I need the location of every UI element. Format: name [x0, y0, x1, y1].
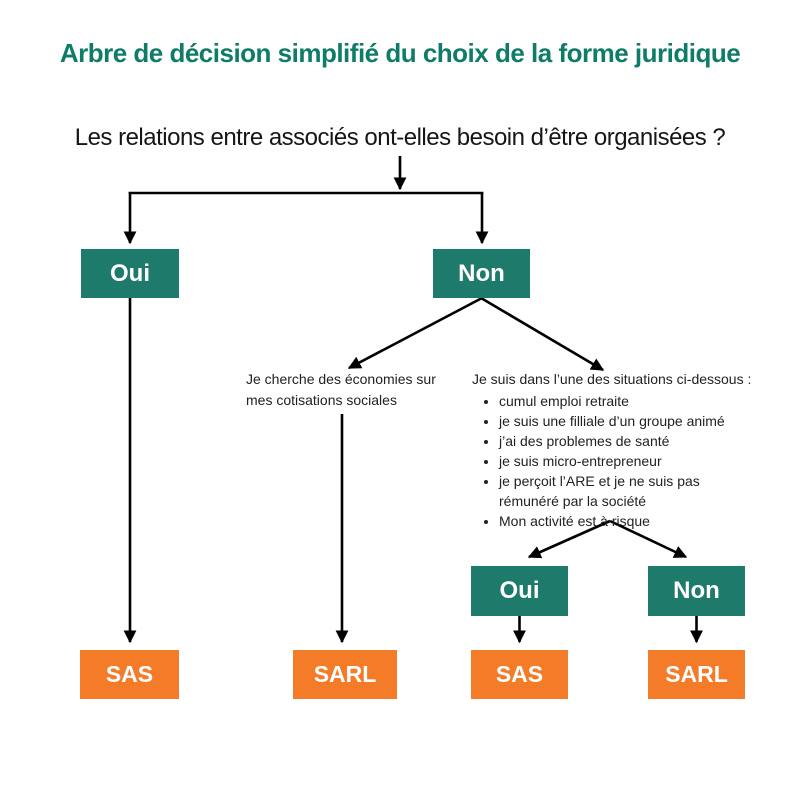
arrow-situations-to-non2 [609, 519, 688, 559]
node-non-level2: Non [648, 566, 745, 616]
result-sarl-mid: SARL [293, 650, 397, 699]
situation-item: je suis micro-entrepreneur [499, 451, 734, 471]
result-sas-right: SAS [471, 650, 568, 699]
arrow-non-to-economies [347, 296, 483, 370]
arrow-non-to-situations [480, 296, 605, 372]
branch-label-situations: Je suis dans l’une des situations ci-des… [472, 369, 760, 531]
arrow-situations-to-oui2 [527, 519, 611, 559]
node-oui-level1: Oui [81, 249, 179, 298]
situation-item: je suis une filliale d’un groupe animé [499, 411, 734, 431]
situation-item: j’ai des problemes de santé [499, 431, 734, 451]
situations-list: cumul emploi retraite je suis une fillia… [472, 391, 760, 531]
node-non-level1: Non [433, 249, 530, 298]
result-sarl-right: SARL [648, 650, 745, 699]
root-question: Les relations entre associés ont-elles b… [74, 124, 726, 151]
situation-item: cumul emploi retraite [499, 391, 734, 411]
situations-heading: Je suis dans l’une des situations ci-des… [472, 371, 752, 387]
result-sas-left: SAS [80, 650, 179, 699]
situation-item: Mon activité est à risque [499, 511, 734, 531]
situation-item: je perçoit l’ARE et je ne suis pas rémun… [499, 471, 734, 511]
branch-label-economies: Je cherche des économies sur mes cotisat… [246, 371, 436, 408]
node-oui-level2: Oui [471, 566, 568, 616]
page-title: Arbre de décision simplifié du choix de … [59, 38, 741, 68]
